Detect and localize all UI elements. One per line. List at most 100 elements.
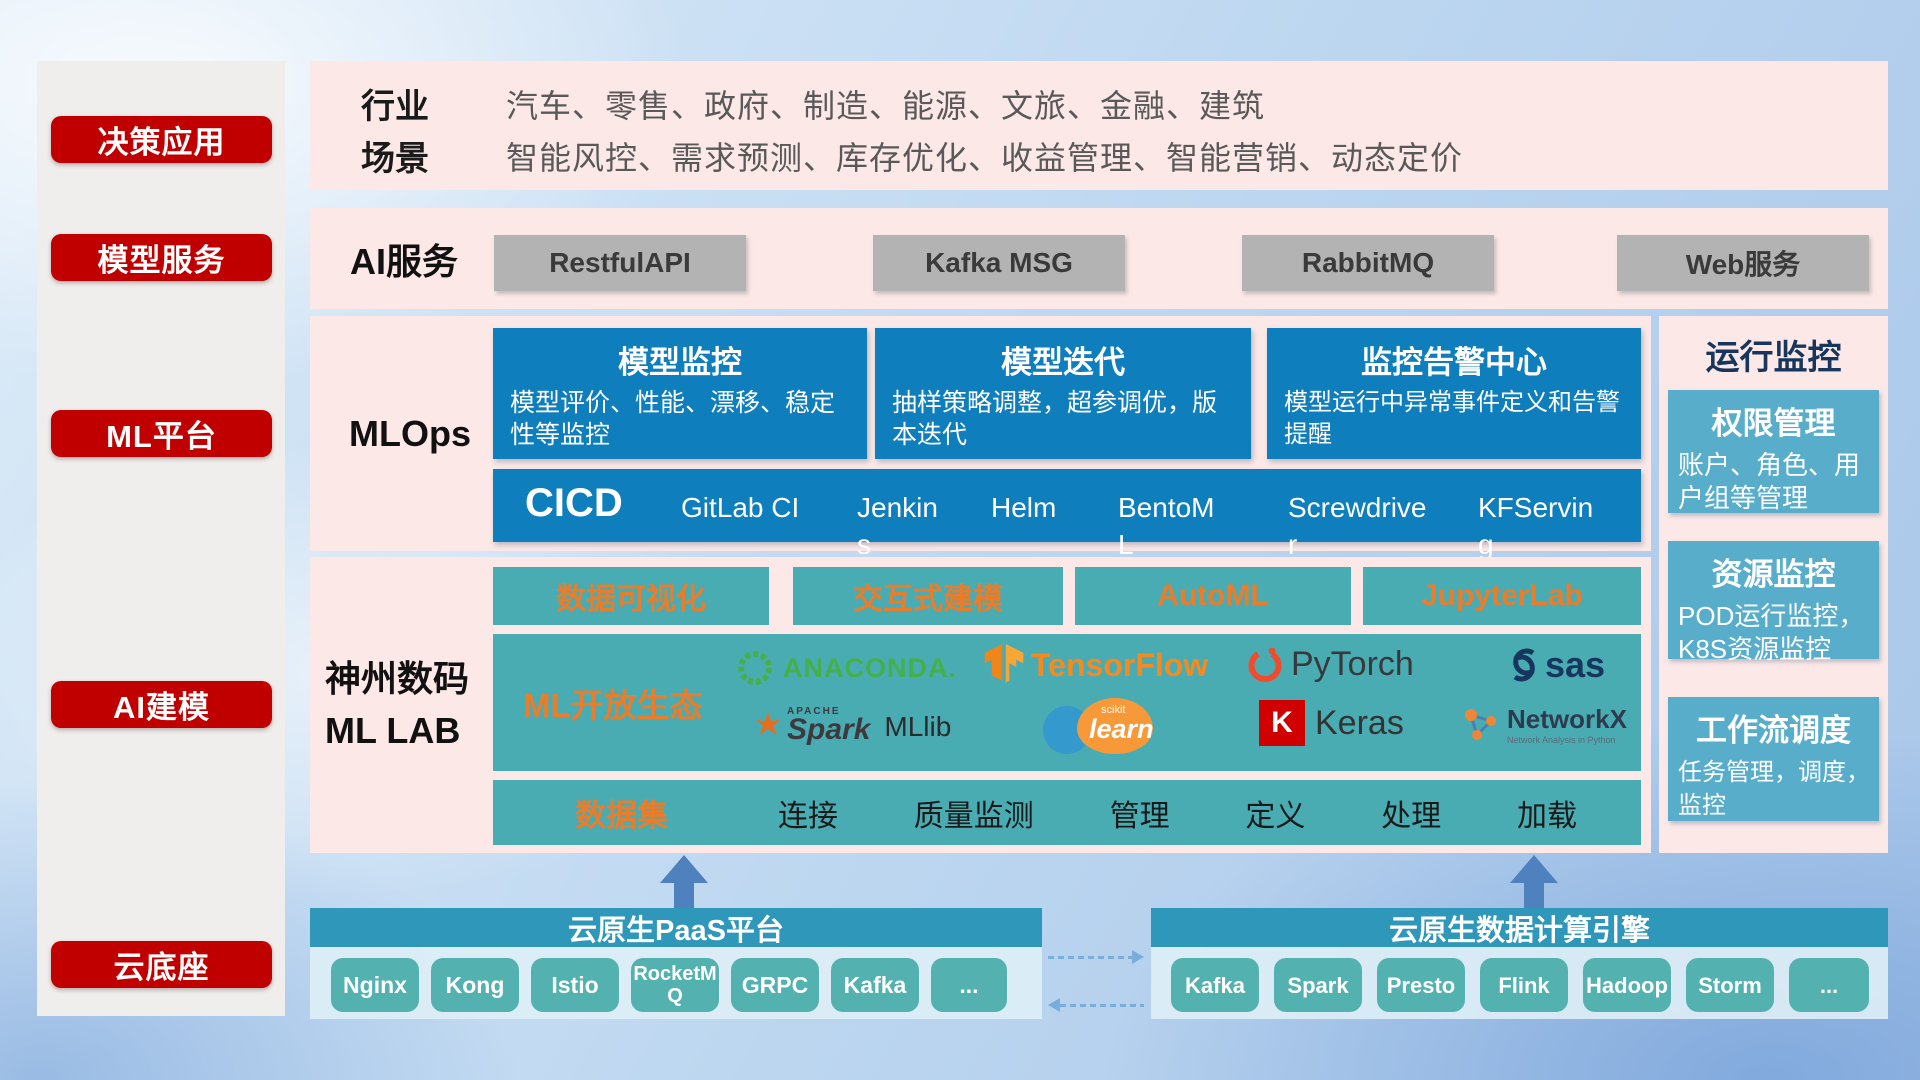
mllab-label-line2: ML LAB (325, 710, 461, 751)
ai-service-label: AI服务 (350, 240, 459, 282)
tensorflow-icon (984, 644, 1024, 683)
pytorch-logo: PyTorch (1245, 642, 1414, 686)
cicd-bar: CICD GitLab CI Jenkins Helm BentoML Scre… (493, 469, 1641, 560)
left-nav-item-cloud-base: 云底座 (51, 941, 272, 988)
web-service-button: Web服务 (1617, 235, 1869, 291)
resource-monitor-box: 资源监控 POD运行监控，K8S资源监控 (1668, 541, 1879, 664)
dataset-title: 数据集 (575, 798, 668, 833)
dataset-item-manage: 管理 (1109, 799, 1170, 833)
resource-monitor-desc: POD运行监控，K8S资源监控 (1678, 601, 1865, 664)
nginx-chip: Nginx (331, 958, 419, 1012)
cicd-item-jenkins: Jenkins (857, 492, 938, 560)
engine-up-arrow (1510, 855, 1558, 908)
grpc-chip: GRPC (731, 958, 819, 1012)
spark-chip: Spark (1274, 958, 1362, 1012)
automl-box: AutoML (1075, 567, 1351, 625)
scene-label: 场景 (361, 140, 429, 178)
kafka-msg-button: Kafka MSG (873, 235, 1125, 291)
sklearn-learn-text: learn (1089, 714, 1154, 744)
model-iteration-desc: 抽样策略调整，超参调优，版本迭代 (892, 389, 1218, 449)
jupyterlab-box: JupyterLab (1363, 567, 1641, 625)
model-iteration-card: 模型迭代 抽样策略调整，超参调优，版本迭代 (875, 328, 1251, 459)
dataset-item-quality: 质量监测 (913, 799, 1034, 833)
pytorch-icon (1248, 647, 1282, 682)
ml-ecosystem-label: ML开放生态 (523, 686, 703, 724)
resource-monitor-title: 资源监控 (1711, 557, 1836, 592)
industry-value: 汽车、零售、政府、制造、能源、文旅、金融、建筑 (506, 87, 1266, 124)
model-monitor-card: 模型监控 模型评价、性能、漂移、稳定性等监控 (493, 328, 867, 459)
networkx-subtext: Network Analysis in Python (1507, 735, 1616, 745)
anaconda-logo: ANACONDA. (735, 648, 957, 688)
tensorflow-logo: TensorFlow (983, 642, 1208, 688)
spark-apache-text: APACHE (787, 706, 841, 717)
workflow-title: 工作流调度 (1696, 713, 1851, 748)
scene-value: 智能风控、需求预测、库存优化、收益管理、智能营销、动态定价 (506, 139, 1464, 176)
permission-title: 权限管理 (1711, 406, 1836, 441)
sklearn-scikit-text: scikit (1101, 704, 1126, 716)
pytorch-text: PyTorch (1291, 644, 1414, 683)
scene-line: 场景 智能风控、需求预测、库存优化、收益管理、智能营销、动态定价 (361, 131, 1463, 180)
dataset-bar: 数据集 连接 质量监测 管理 定义 处理 加载 (493, 780, 1641, 845)
hadoop-chip: Hadoop (1583, 958, 1671, 1012)
model-iteration-title: 模型迭代 (1001, 345, 1125, 380)
dataset-items: 连接 质量监测 管理 定义 处理 加载 (778, 791, 1577, 835)
cicd-item-gitlab: GitLab CI (681, 492, 800, 523)
dashed-arrow-right (1048, 950, 1144, 964)
flink-chip: Flink (1480, 958, 1568, 1012)
model-monitor-title: 模型监控 (618, 345, 742, 380)
cicd-item-bentoml: BentoML (1118, 492, 1215, 560)
sklearn-logo: scikit learn (1043, 698, 1173, 756)
alert-center-card: 监控告警中心 模型运行中异常事件定义和告警提醒 (1267, 328, 1641, 459)
left-nav-item-ml-platform: ML平台 (51, 410, 272, 457)
interactive-modeling-box: 交互式建模 (793, 567, 1063, 625)
dataset-item-load: 加载 (1516, 799, 1577, 833)
runtime-monitor-title: 运行监控 (1705, 339, 1842, 377)
mllib-text: MLlib (884, 710, 952, 742)
model-monitor-desc: 模型评价、性能、漂移、稳定性等监控 (510, 389, 836, 449)
dataset-item-connect: 连接 (778, 799, 838, 833)
industry-scene-block: 行业 汽车、零售、政府、制造、能源、文旅、金融、建筑 场景 智能风控、需求预测、… (310, 61, 1888, 190)
data-visualization-box: 数据可视化 (493, 567, 769, 625)
left-nav-item-model-service: 模型服务 (51, 234, 272, 281)
mllab-label-line1: 神州数码 (325, 658, 470, 699)
paas-up-arrow (660, 855, 708, 908)
industry-label: 行业 (361, 88, 429, 126)
spark-icon (756, 711, 780, 735)
ml-ecosystem-box: ML开放生态 ANACONDA. TensorFlow PyT (493, 634, 1641, 771)
industry-line: 行业 汽车、零售、政府、制造、能源、文旅、金融、建筑 (361, 79, 1265, 128)
left-nav-panel (37, 61, 285, 1016)
anaconda-icon (738, 651, 772, 685)
dataset-item-process: 处理 (1381, 799, 1442, 833)
mlops-label: MLOps (349, 412, 471, 454)
cicd-item-kfserving: KFServing (1478, 492, 1594, 560)
alert-center-desc: 模型运行中异常事件定义和告警提醒 (1284, 389, 1620, 448)
kong-chip: Kong (431, 958, 519, 1012)
sas-icon (1513, 648, 1535, 682)
cicd-title: CICD (525, 481, 623, 525)
storm-chip: Storm (1686, 958, 1774, 1012)
keras-logo: K Keras (1259, 700, 1404, 746)
restfulapi-button: RestfulAPI (494, 235, 746, 291)
permission-box: 权限管理 账户、角色、用户组等管理 (1668, 390, 1879, 513)
keras-icon: K (1259, 700, 1305, 746)
engine-body: Kafka Spark Presto Flink Hadoop Storm ..… (1151, 947, 1888, 1019)
permission-desc: 账户、角色、用户组等管理 (1678, 450, 1861, 513)
spark-text: Spark (787, 713, 871, 746)
rabbitmq-button: RabbitMQ (1242, 235, 1494, 291)
kafka-chip: Kafka (831, 958, 919, 1012)
cicd-item-screwdriver: Screwdriver (1288, 492, 1427, 560)
paas-header: 云原生PaaS平台 (310, 908, 1042, 947)
mlops-block: MLOps 模型监控 模型评价、性能、漂移、稳定性等监控 模型迭代 抽样策略调整… (310, 316, 1651, 560)
rocketmq-chip: RocketMQ (631, 958, 719, 1012)
left-nav-item-decision-app: 决策应用 (51, 116, 272, 163)
mllab-block: 神州数码 ML LAB 数据可视化 交互式建模 AutoML JupyterLa… (310, 557, 1651, 853)
paas-more-chip: ... (931, 958, 1007, 1012)
left-nav-item-ai-modeling: AI建模 (51, 681, 272, 728)
presto-chip: Presto (1377, 958, 1465, 1012)
engine-header: 云原生数据计算引擎 (1151, 908, 1888, 947)
tensorflow-text: TensorFlow (1031, 646, 1209, 683)
runtime-monitor-block: 运行监控 权限管理 账户、角色、用户组等管理 资源监控 POD运行监控，K8S资… (1659, 316, 1888, 853)
keras-text: Keras (1315, 703, 1404, 742)
spark-logo: APACHE Spark MLlib (751, 706, 951, 747)
